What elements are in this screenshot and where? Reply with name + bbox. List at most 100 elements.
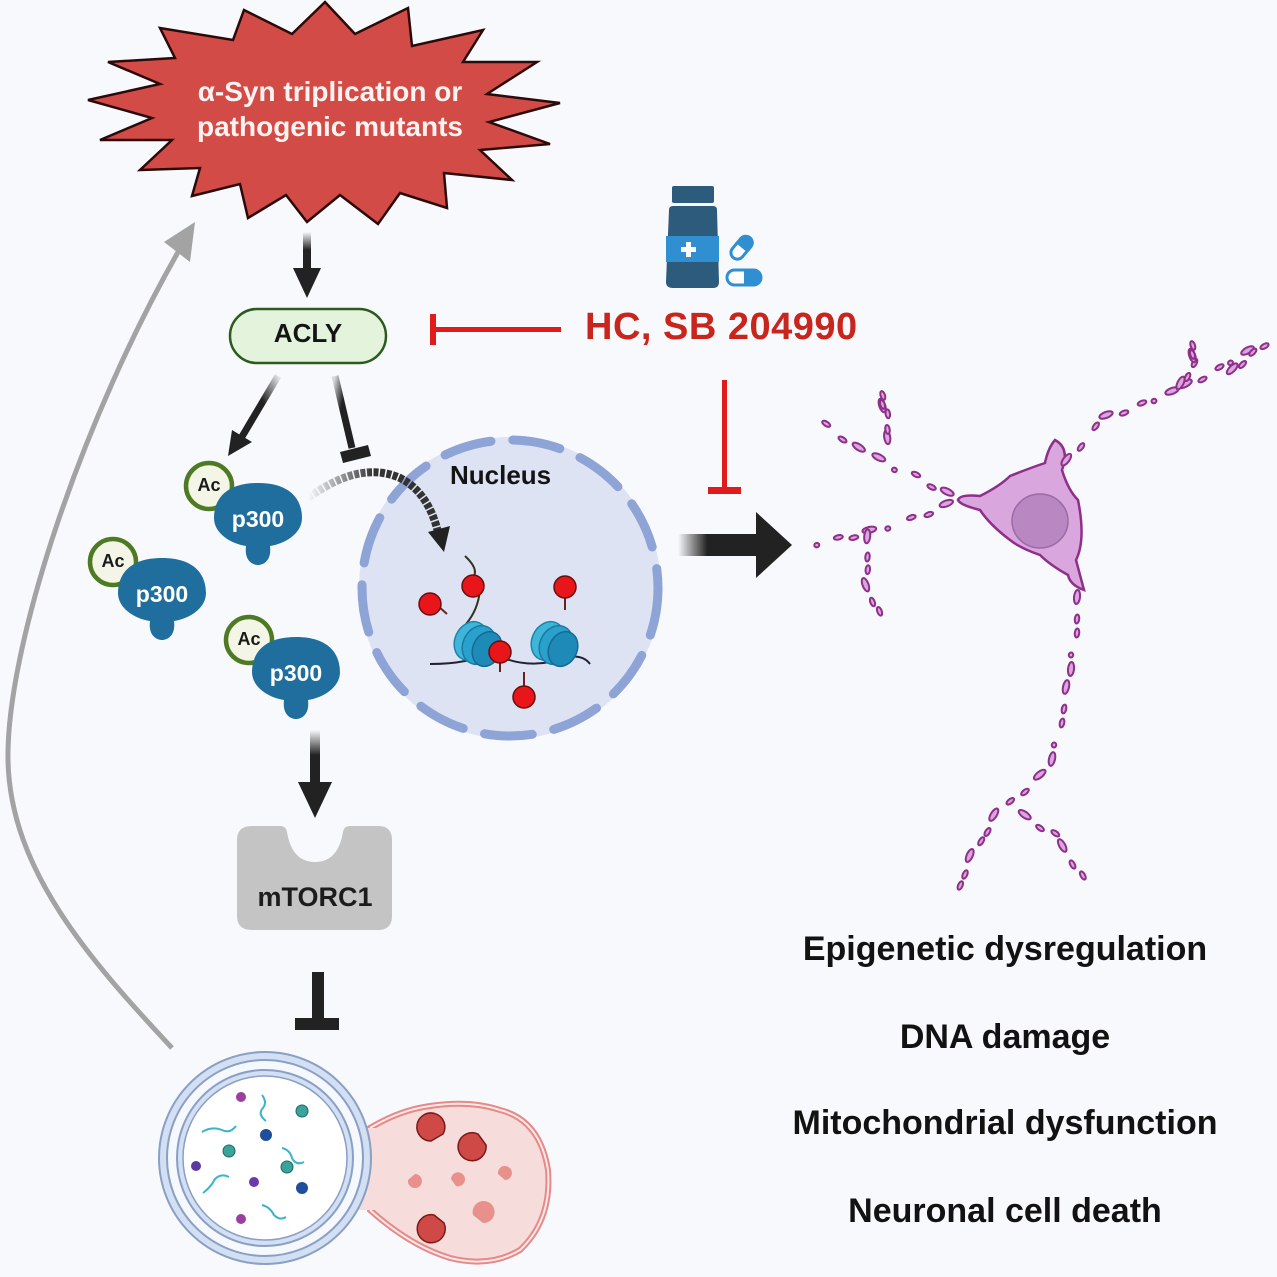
neurite-fragment	[1175, 375, 1186, 391]
neurite-fragment	[1091, 421, 1100, 432]
neurite-fragment	[956, 880, 965, 891]
neurite-fragment	[1076, 442, 1086, 452]
neurite-fragment	[851, 441, 866, 453]
neurite-fragment	[864, 564, 872, 576]
neurite-fragment	[1066, 661, 1076, 677]
neurite-fragment	[871, 452, 887, 463]
neurite-fragment	[848, 534, 860, 541]
drug-label: HC, SB 204990	[585, 306, 858, 348]
neurite-fragment	[964, 847, 975, 864]
outcome-item: Epigenetic dysregulation	[802, 930, 1208, 968]
neurite-fragment	[1072, 589, 1082, 605]
neurite-fragment	[1017, 808, 1032, 821]
nucleus-label: Nucleus	[450, 460, 552, 490]
neurite-fragment	[1098, 410, 1114, 420]
acetyl-mark	[418, 592, 448, 616]
neurite-fragment	[1061, 679, 1071, 695]
trigger-label: α-Syn triplication or pathogenic mutants	[160, 74, 500, 144]
neurite-fragment	[1189, 340, 1197, 351]
neurite-fragment	[1035, 823, 1045, 833]
acly-label: ACLY	[273, 318, 343, 348]
neurite-fragment	[1047, 751, 1057, 767]
neurite-fragment	[1150, 397, 1158, 405]
neurite-fragment	[923, 510, 935, 519]
arrow-trigger-to-acly	[293, 232, 321, 298]
neurite-fragment	[905, 513, 917, 522]
p300-label: p300	[135, 581, 189, 607]
neurite-fragment	[813, 541, 821, 549]
drug-inhibits-acly	[430, 314, 561, 345]
nucleosome	[453, 620, 503, 668]
p300-label: p300	[269, 660, 323, 686]
p300-label: p300	[231, 506, 285, 532]
outcome-item: Mitochondrial dysfunction	[792, 1104, 1218, 1142]
neurite-fragment	[1259, 342, 1270, 351]
neurite-fragment	[884, 525, 892, 532]
neurite-fragment	[884, 408, 892, 420]
nucleosome	[530, 620, 579, 668]
neurite-fragment	[1188, 349, 1197, 360]
neurite-fragment	[938, 498, 954, 509]
neurite-fragment	[1237, 359, 1248, 370]
arrow-acly-to-p300	[228, 374, 282, 456]
trigger-starburst	[87, 0, 561, 226]
ac-label: Ac	[237, 629, 261, 649]
acetyl-mark	[512, 672, 536, 709]
acly-node	[228, 307, 388, 365]
trigger-label-line2: pathogenic mutants	[196, 111, 463, 142]
p300-complex	[183, 460, 302, 565]
feedback-arrow	[5, 222, 195, 1050]
neurite-fragment	[983, 827, 992, 837]
drug-inhibits-neurodegeneration	[708, 380, 741, 494]
trigger-label-line1: α-Syn triplication or	[197, 76, 463, 107]
neurite-fragment	[1068, 859, 1077, 870]
degenerating-neuron	[813, 340, 1270, 891]
neurite-fragment	[884, 424, 891, 435]
neurite-fragment	[1073, 613, 1081, 625]
neurite-fragment	[1073, 627, 1081, 639]
neurite-fragment	[1058, 717, 1066, 729]
neurite-fragment	[890, 466, 898, 474]
neurite-fragment	[875, 606, 884, 617]
neurite-fragment	[864, 551, 871, 563]
neurite-fragment	[939, 486, 955, 497]
neurite-fragment	[1118, 409, 1130, 417]
arrow-p300-to-mtorc1	[298, 730, 332, 818]
mtorc1-node	[237, 826, 392, 930]
p300-complex	[223, 614, 340, 719]
ac-label: Ac	[101, 551, 125, 571]
medicine-bottle-and-pills-icon	[666, 186, 763, 288]
neurite-fragment	[988, 807, 1000, 822]
neurite-fragment	[961, 869, 969, 880]
neurite-fragment	[1078, 870, 1087, 881]
autolysosome	[158, 1051, 552, 1265]
neurite-fragment	[832, 534, 844, 541]
neurite-fragment	[1005, 797, 1016, 806]
neurite-fragment	[1225, 362, 1239, 376]
arrow-to-neurodegeneration	[678, 512, 792, 578]
neurite-fragment	[1050, 741, 1058, 749]
neurite-fragment	[868, 596, 877, 608]
outcome-item: DNA damage	[899, 1018, 1111, 1056]
acetyl-mark	[461, 574, 485, 598]
neurite-fragment	[977, 836, 986, 847]
neurite-fragment	[878, 399, 887, 410]
neurite-fragment	[1067, 651, 1075, 659]
arrow-p300-to-nucleus	[305, 468, 450, 552]
inhibit-mtorc1-to-autophagy	[295, 972, 339, 1030]
neurite-fragment	[863, 528, 872, 545]
acetyl-mark	[553, 575, 577, 610]
neurite-fragment	[1060, 452, 1073, 467]
neurite-fragment	[821, 419, 832, 428]
neurite-fragment	[879, 390, 887, 401]
neurite-fragment	[1060, 703, 1068, 715]
neurite-fragment	[926, 483, 937, 491]
mtorc1-label: mTORC1	[257, 882, 373, 912]
p300-complex	[87, 536, 206, 640]
neurite-fragment	[1056, 838, 1068, 853]
neurite-fragment	[1032, 768, 1047, 781]
neurite-fragment	[1248, 347, 1258, 357]
neurite-fragment	[1183, 371, 1192, 383]
neurite-fragment	[910, 470, 922, 479]
